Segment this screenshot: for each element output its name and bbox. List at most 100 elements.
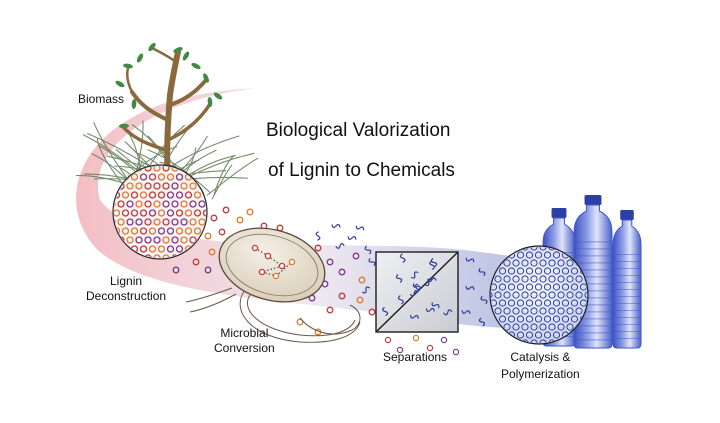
lignin-ring xyxy=(166,245,175,253)
lignin-ring xyxy=(184,191,193,199)
lignin-ring xyxy=(180,200,188,208)
pathway-node xyxy=(278,262,286,270)
polymer-ring xyxy=(539,275,547,283)
lignin-ring xyxy=(202,173,206,181)
product-chains xyxy=(315,223,488,327)
lignin-ring xyxy=(135,200,143,208)
polymer-ring xyxy=(525,267,534,275)
polymer-ring xyxy=(566,275,574,283)
polymer-ring xyxy=(561,283,570,291)
polymer-ring xyxy=(548,291,556,299)
catalysis-polymerization-label-line2: Polymerization xyxy=(501,367,580,381)
polymer-ring xyxy=(512,323,520,331)
polymer-ring xyxy=(575,291,583,299)
product-chain xyxy=(397,295,404,305)
lignin-ring xyxy=(202,209,206,217)
lignin-ring xyxy=(126,236,134,244)
lignin-ring xyxy=(157,209,166,217)
polymer-ring xyxy=(543,283,552,291)
polymer-ring xyxy=(543,267,552,275)
pathway-node xyxy=(251,244,259,252)
polymer-ring xyxy=(512,259,520,267)
lignin-ring xyxy=(184,209,193,217)
monomer xyxy=(208,248,216,256)
lignin-ring xyxy=(114,182,116,190)
pathway-node xyxy=(264,252,272,260)
lignin-ring xyxy=(126,182,134,190)
monomer xyxy=(338,268,346,276)
monomer xyxy=(246,208,254,216)
polymer-ring xyxy=(543,251,552,259)
lignin-ring xyxy=(171,200,179,208)
lignin-ring xyxy=(157,245,166,253)
lignin-ring xyxy=(162,218,170,226)
polymer-ring xyxy=(503,307,511,315)
polymer-ring xyxy=(566,291,574,299)
polymer-ring xyxy=(530,323,538,331)
monomer xyxy=(396,346,404,354)
monomer xyxy=(218,228,226,236)
polymer-ring xyxy=(534,315,543,323)
polymer-ring xyxy=(498,283,507,291)
pathway-link xyxy=(261,271,277,277)
polymer-ring xyxy=(557,259,565,267)
lignin-ring xyxy=(117,218,125,226)
monomer xyxy=(192,258,200,266)
polymer-ring xyxy=(521,259,529,267)
product-chain xyxy=(409,289,419,297)
bottle-body xyxy=(612,219,642,349)
monomer xyxy=(384,336,392,344)
lignin-ring xyxy=(130,191,139,199)
lignin-ring xyxy=(166,191,175,199)
polymer-ring xyxy=(539,307,547,315)
polymer-ring xyxy=(516,299,525,307)
product-chain xyxy=(430,258,438,267)
bottle-cap xyxy=(620,210,634,220)
lignin-ring xyxy=(121,227,130,235)
monomer xyxy=(296,318,304,326)
polymer-ring xyxy=(543,315,552,323)
product-chain xyxy=(335,243,345,249)
product-chain xyxy=(425,307,435,313)
lignin-ring xyxy=(162,254,170,258)
biomass-label: Biomass xyxy=(78,92,125,106)
lignin-ring xyxy=(121,191,130,199)
polymer-ring xyxy=(534,299,543,307)
polymer-ring xyxy=(543,299,552,307)
polymer-ring xyxy=(512,339,520,343)
product-chain xyxy=(461,310,471,314)
polymer-ring xyxy=(534,331,543,339)
product-chain xyxy=(431,302,440,309)
monomer xyxy=(204,266,212,274)
polymer-ring xyxy=(548,323,556,331)
lignin-ring xyxy=(171,236,179,244)
product-chain xyxy=(399,253,406,263)
lignin-ring xyxy=(180,182,188,190)
polymer-ring xyxy=(575,275,583,283)
product-chain xyxy=(364,245,372,255)
polymer-ring xyxy=(557,275,565,283)
polymer-ring xyxy=(491,299,498,307)
lignin-ring xyxy=(126,200,134,208)
leaf xyxy=(173,47,183,53)
polymer-ring xyxy=(503,247,511,251)
polymer-ring xyxy=(512,275,520,283)
polymer-ring xyxy=(548,275,556,283)
leaf xyxy=(182,51,190,61)
lignin-ring xyxy=(153,182,161,190)
lignin-ring xyxy=(144,182,152,190)
leaf xyxy=(131,99,137,109)
polymer-ring xyxy=(521,307,529,315)
lignin-ring xyxy=(139,245,148,253)
grass-blade xyxy=(147,149,212,194)
pathway-node xyxy=(272,272,280,280)
polymer-ring xyxy=(570,283,579,291)
lignin-ring xyxy=(153,218,161,226)
polymer-ring xyxy=(507,267,516,275)
polymer-ring xyxy=(521,323,529,331)
bottle-cap xyxy=(551,208,567,218)
polymer-ring xyxy=(566,259,574,267)
polymer-ring xyxy=(512,307,520,315)
product-chain xyxy=(410,314,419,319)
lignin-ring xyxy=(175,191,184,199)
